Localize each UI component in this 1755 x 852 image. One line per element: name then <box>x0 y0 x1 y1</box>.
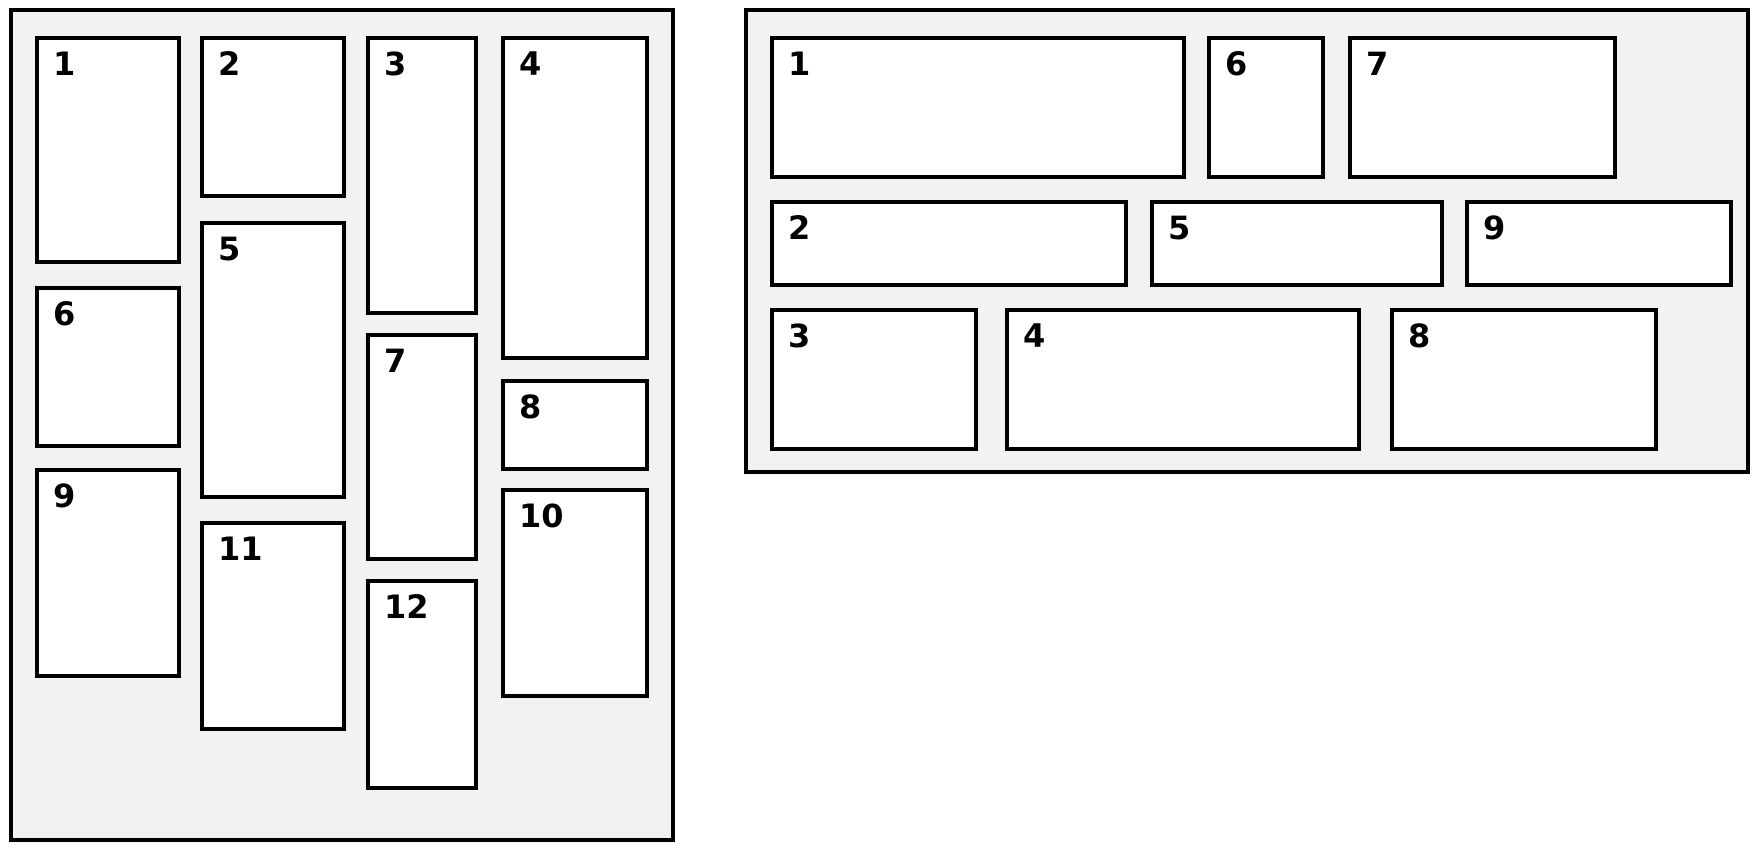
masonry-tile-11: 11 <box>200 521 346 731</box>
tile-label: 3 <box>788 317 811 355</box>
tile-label: 8 <box>519 388 542 426</box>
masonry-layout-panel: 1 2 3 4 5 6 7 8 9 10 11 12 <box>9 8 675 842</box>
row-tile-9: 9 <box>1465 200 1733 287</box>
tile-label: 3 <box>384 45 407 83</box>
masonry-tile-3: 3 <box>366 36 478 315</box>
tile-label: 4 <box>1023 317 1046 355</box>
tile-label: 8 <box>1408 317 1431 355</box>
row-tile-4: 4 <box>1005 308 1361 451</box>
tile-label: 12 <box>384 588 429 626</box>
masonry-tile-6: 6 <box>35 286 181 448</box>
row-tile-3: 3 <box>770 308 978 451</box>
masonry-tile-2: 2 <box>200 36 346 198</box>
masonry-tile-5: 5 <box>200 221 346 499</box>
row-tile-7: 7 <box>1348 36 1617 179</box>
tile-label: 6 <box>1225 45 1248 83</box>
row-layout-panel: 1 2 3 4 5 6 7 8 9 <box>744 8 1750 474</box>
row-tile-1: 1 <box>770 36 1186 179</box>
masonry-tile-8: 8 <box>501 379 649 471</box>
tile-label: 5 <box>1168 209 1191 247</box>
tile-label: 9 <box>53 477 76 515</box>
tile-label: 5 <box>218 230 241 268</box>
tile-label: 2 <box>218 45 241 83</box>
tile-label: 7 <box>1366 45 1389 83</box>
masonry-tile-4: 4 <box>501 36 649 360</box>
masonry-tile-9: 9 <box>35 468 181 678</box>
masonry-tile-12: 12 <box>366 579 478 790</box>
tile-label: 6 <box>53 295 76 333</box>
masonry-tile-10: 10 <box>501 488 649 698</box>
tile-label: 7 <box>384 342 407 380</box>
masonry-tile-1: 1 <box>35 36 181 264</box>
tile-label: 9 <box>1483 209 1506 247</box>
row-tile-8: 8 <box>1390 308 1658 451</box>
tile-label: 1 <box>788 45 811 83</box>
row-tile-5: 5 <box>1150 200 1444 287</box>
row-tile-2: 2 <box>770 200 1128 287</box>
tile-label: 4 <box>519 45 542 83</box>
masonry-tile-7: 7 <box>366 333 478 561</box>
tile-label: 1 <box>53 45 76 83</box>
tile-label: 11 <box>218 530 263 568</box>
tile-label: 2 <box>788 209 811 247</box>
tile-label: 10 <box>519 497 564 535</box>
row-tile-6: 6 <box>1207 36 1325 179</box>
